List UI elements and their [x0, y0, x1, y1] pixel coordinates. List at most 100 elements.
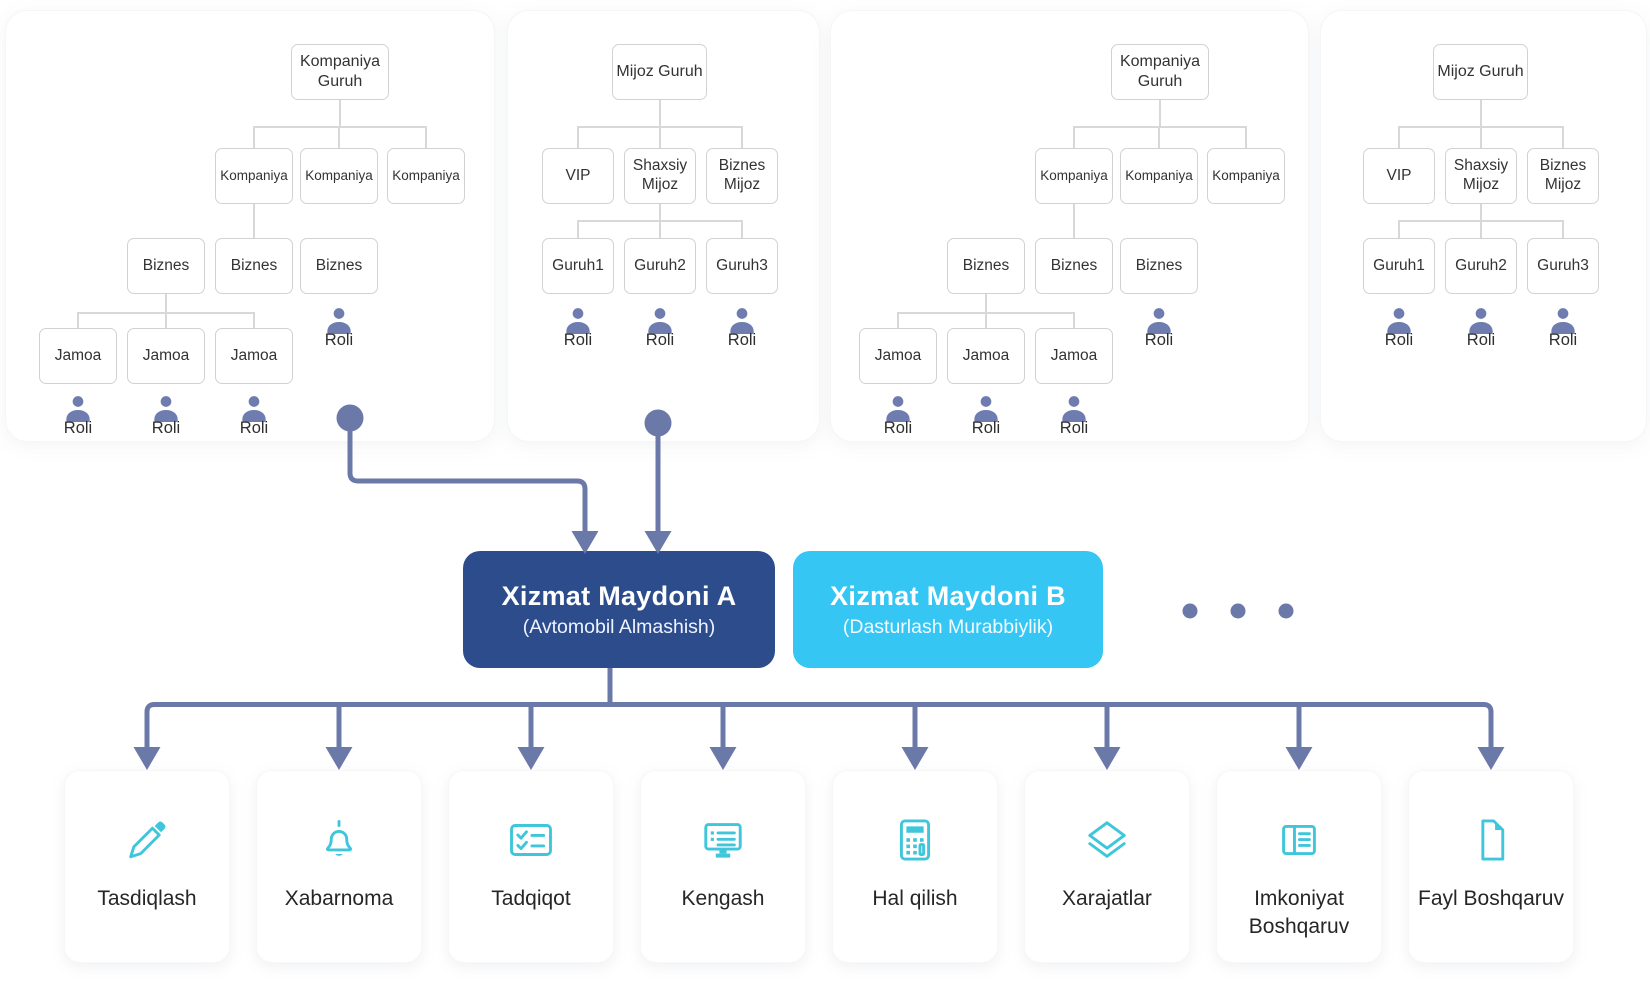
node-biznes: Biznes — [215, 238, 293, 294]
person-icon — [1469, 308, 1493, 334]
role-label: Roli — [63, 419, 93, 437]
tree-line — [1480, 128, 1482, 148]
module-card-fayl-boshqaruv: Fayl Boshqaruv — [1408, 770, 1574, 963]
tree-line — [165, 314, 167, 328]
role-label: Roli — [239, 419, 269, 437]
module-label: Kengash — [681, 887, 765, 910]
node-jamoa: Jamoa — [215, 328, 293, 384]
service-area-b-title: Xizmat Maydoni B — [830, 580, 1066, 611]
arrowhead — [517, 747, 545, 770]
person-icon — [730, 308, 754, 334]
node-biznes-mijoz: Biznes Mijoz — [1527, 148, 1599, 204]
more-services-dots — [1182, 603, 1294, 619]
role-label: Roli — [971, 419, 1001, 437]
node-biznes-mijoz: Biznes Mijoz — [706, 148, 778, 204]
person-icon — [648, 308, 672, 334]
tree-line — [985, 314, 987, 328]
tree-line — [1480, 100, 1482, 126]
tree-line — [1480, 222, 1482, 238]
node-guruh1: Guruh1 — [542, 238, 614, 294]
tree-line — [1073, 314, 1075, 328]
node-kompaniya: Kompaniya — [1207, 148, 1285, 204]
person-icon — [154, 396, 178, 422]
node-guruh1: Guruh1 — [1363, 238, 1435, 294]
tree-line — [1398, 128, 1400, 148]
module-label: Fayl Boshqaruv — [1418, 887, 1564, 910]
tree-line — [577, 128, 579, 148]
person-icon — [1147, 308, 1171, 334]
person-icon — [1387, 308, 1411, 334]
module-label: Imkoniyat Boshqaruv — [1248, 887, 1350, 938]
tree-line — [1158, 128, 1160, 148]
tree-line — [659, 222, 661, 238]
tree-line — [741, 128, 743, 148]
node-vip: VIP — [1363, 148, 1435, 204]
tree-line — [1159, 100, 1161, 126]
node-shaxsiy-mijoz: Shaxsiy Mijoz — [1445, 148, 1517, 204]
tree-line — [1398, 126, 1564, 128]
arrowhead — [709, 747, 737, 770]
node-kompaniya: Kompaniya — [300, 148, 378, 204]
tree-line — [77, 312, 255, 314]
layers-icon — [1088, 821, 1126, 858]
node-jamoa: Jamoa — [1035, 328, 1113, 384]
node-biznes: Biznes — [1120, 238, 1198, 294]
node-jamoa: Jamoa — [39, 328, 117, 384]
tree-line — [897, 314, 899, 328]
node-kompaniya: Kompaniya — [387, 148, 465, 204]
module-label: Xarajatlar — [1062, 887, 1152, 910]
node-guruh2: Guruh2 — [624, 238, 696, 294]
tree-line — [659, 100, 661, 126]
node-jamoa: Jamoa — [859, 328, 937, 384]
module-card-tadqiqot: Tadqiqot — [448, 770, 614, 963]
person-icon — [242, 396, 266, 422]
role-label: Roli — [324, 331, 354, 349]
tree-line — [577, 126, 743, 128]
tree-line — [1398, 220, 1564, 222]
tree-line — [659, 128, 661, 148]
tree-line — [659, 204, 661, 220]
node-kompaniya-guruh: Kompaniya Guruh — [1111, 44, 1209, 100]
bell-icon — [325, 819, 353, 856]
service-area-a-subtitle: (Avtomobil Almashish) — [522, 616, 716, 638]
node-biznes: Biznes — [300, 238, 378, 294]
tree-line — [1073, 126, 1247, 128]
module-card-xarajatlar: Xarajatlar — [1024, 770, 1190, 963]
module-card-xabarnoma: Xabarnoma — [256, 770, 422, 963]
role-label: Roli — [563, 331, 593, 349]
tree-line — [253, 314, 255, 328]
role-label: Roli — [1059, 419, 1089, 437]
node-kompaniya: Kompaniya — [1120, 148, 1198, 204]
role-label: Roli — [645, 331, 675, 349]
service-area-b: Xizmat Maydoni B (Dasturlash Murabbiylik… — [793, 551, 1103, 668]
tree-line — [77, 314, 79, 328]
person-icon — [327, 308, 351, 334]
tree-line — [1073, 128, 1075, 148]
person-icon — [974, 396, 998, 422]
tree-line — [897, 312, 1075, 314]
role-label: Roli — [1466, 331, 1496, 349]
arrowhead — [325, 747, 353, 770]
checklist-icon — [510, 824, 552, 856]
node-guruh3: Guruh3 — [1527, 238, 1599, 294]
service-area-a-title: Xizmat Maydoni A — [501, 580, 737, 611]
node-jamoa: Jamoa — [947, 328, 1025, 384]
ledger-icon — [1282, 824, 1316, 856]
module-label: Tasdiqlash — [97, 887, 197, 910]
role-label: Roli — [151, 419, 181, 437]
tree-line — [1480, 204, 1482, 220]
file-document-icon — [1481, 819, 1505, 861]
tree-line — [339, 100, 341, 126]
service-area-a: Xizmat Maydoni A (Avtomobil Almashish) — [463, 551, 775, 668]
node-kompaniya: Kompaniya — [1035, 148, 1113, 204]
service-area-b-subtitle: (Dasturlash Murabbiylik) — [842, 616, 1054, 638]
node-biznes: Biznes — [947, 238, 1025, 294]
person-icon — [66, 396, 90, 422]
node-shaxsiy-mijoz: Shaxsiy Mijoz — [624, 148, 696, 204]
person-icon — [886, 396, 910, 422]
node-guruh3: Guruh3 — [706, 238, 778, 294]
node-mijoz-guruh: Mijoz Guruh — [612, 44, 707, 100]
role-label: Roli — [883, 419, 913, 437]
arrowhead — [1093, 747, 1121, 770]
